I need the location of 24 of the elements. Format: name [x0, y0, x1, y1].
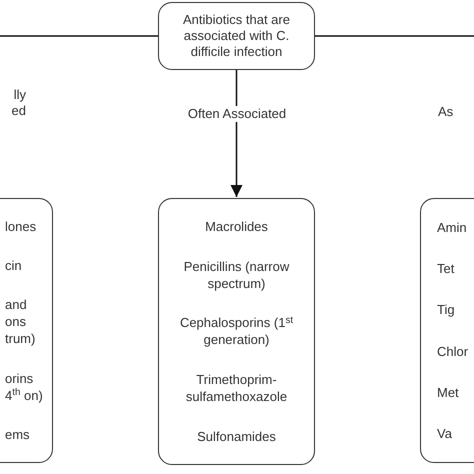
- rounded-box: [158, 2, 315, 70]
- node-text: Cephalosporins (1$^{st}$ generation): [178, 314, 294, 348]
- rounded-box: [420, 198, 474, 463]
- node-text: ems: [4, 426, 31, 443]
- node-text: Sulfonamides: [196, 428, 277, 445]
- node-text: Tig: [436, 301, 456, 318]
- node-text: Met: [436, 384, 460, 401]
- node-text: lones: [4, 218, 38, 236]
- node-text: Trimethoprim-sulfamethoxazole: [184, 371, 288, 406]
- node-text: orins 4$^{th}$ on): [4, 370, 44, 404]
- edge-label: lly ed: [10, 87, 26, 119]
- node-text: Va: [436, 424, 453, 442]
- connector-line: [230, 70, 242, 197]
- node-text: Chlor: [436, 342, 470, 360]
- node-text: and ons trum): [4, 296, 36, 348]
- node-text: Penicillins (narrow spectrum): [182, 258, 290, 292]
- edge-label: As: [438, 104, 454, 120]
- node-text: Antibiotics that are associated with C. difficile infection: [182, 12, 291, 60]
- node-text: Macrolides: [204, 218, 269, 236]
- node-text: cin: [4, 257, 23, 274]
- rounded-box: [158, 198, 315, 465]
- rounded-box: [0, 198, 53, 463]
- node-text: Amin: [436, 219, 468, 236]
- node-text: Tet: [436, 260, 456, 278]
